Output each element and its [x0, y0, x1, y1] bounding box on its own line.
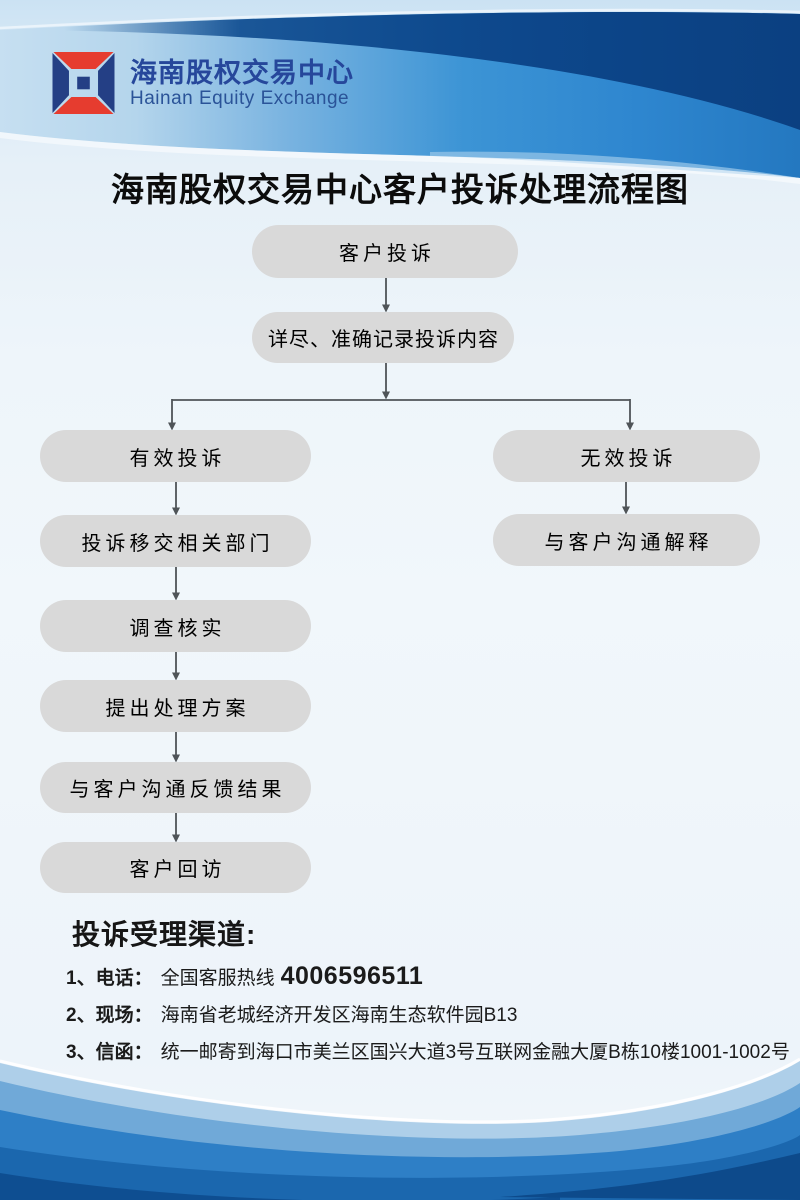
flow-node-proposal: 提出处理方案	[40, 680, 311, 732]
channel-item-label: 2、现场：	[66, 1005, 153, 1026]
flow-node-valid: 有效投诉	[40, 430, 311, 482]
header-swoosh-graphic	[0, 8, 800, 184]
flow-node-record: 详尽、准确记录投诉内容	[252, 312, 514, 363]
brand-name-en: Hainan Equity Exchange	[130, 87, 350, 109]
flow-node-investigate: 调查核实	[40, 600, 311, 652]
brand-name-block: 海南股权交易中心 Hainan Equity Exchange	[130, 58, 354, 109]
flow-node-transfer: 投诉移交相关部门	[40, 515, 311, 567]
channels-heading: 投诉受理渠道:	[72, 919, 257, 950]
channel-item-label: 3、信函：	[66, 1042, 153, 1063]
flow-node-explain: 与客户沟通解释	[493, 514, 760, 566]
channel-item-label: 1、电话：	[66, 968, 153, 989]
brand-logo: 海南股权交易中心 Hainan Equity Exchange	[52, 52, 354, 114]
channel-item-onsite: 2、现场： 海南省老城经济开发区海南生态软件园B13	[66, 1000, 517, 1027]
footer-swoosh-graphic	[0, 1057, 800, 1200]
flow-node-revisit: 客户回访	[40, 842, 311, 893]
channel-item-mail: 3、信函： 统一邮寄到海口市美兰区国兴大道3号互联网金融大厦B栋10楼1001-…	[66, 1037, 790, 1064]
channel-item-text: 全国客服热线	[160, 968, 275, 989]
channel-item-phone: 1、电话： 全国客服热线 4006596511	[66, 962, 423, 991]
flow-node-invalid: 无效投诉	[493, 430, 760, 482]
page-title: 海南股权交易中心客户投诉处理流程图	[111, 173, 689, 209]
channel-item-text: 海南省老城经济开发区海南生态软件园B13	[160, 1005, 518, 1026]
brand-name-zh: 海南股权交易中心	[130, 57, 354, 88]
channel-item-text: 统一邮寄到海口市美兰区国兴大道3号互联网金融大厦B栋10楼1001-1002号	[160, 1042, 790, 1063]
channel-phone-number: 4006596511	[280, 962, 424, 990]
flow-node-feedback: 与客户沟通反馈结果	[40, 762, 311, 813]
brand-logo-icon	[52, 52, 115, 114]
flow-node-complaint: 客户投诉	[252, 225, 518, 278]
flowchart-connectors	[168, 278, 634, 843]
